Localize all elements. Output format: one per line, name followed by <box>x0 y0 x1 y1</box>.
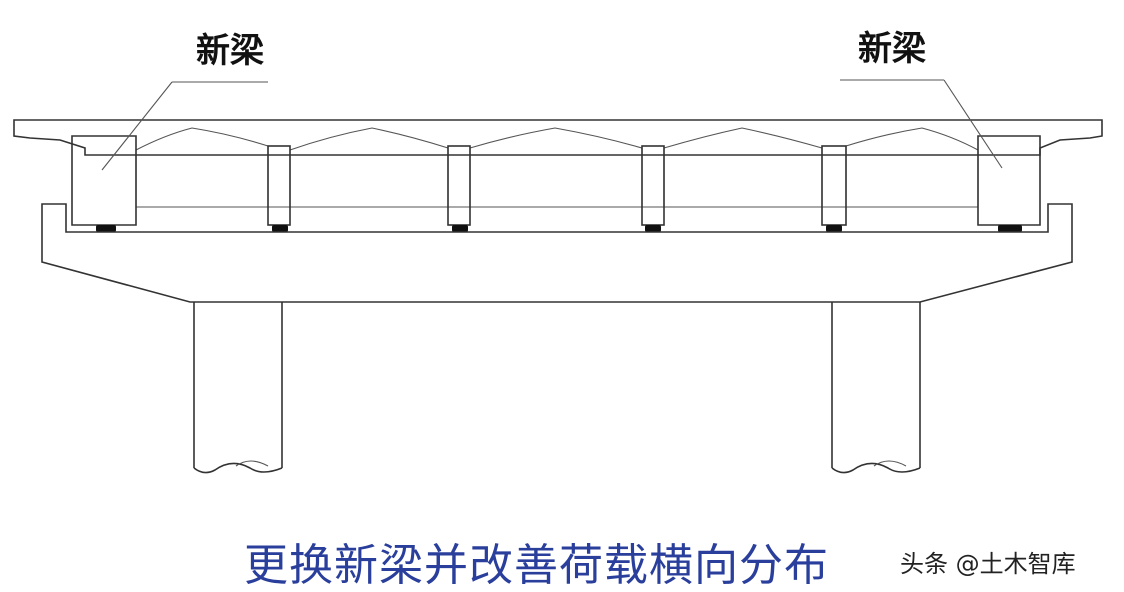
left-edge-girder <box>71 135 137 226</box>
interior-girder-webs <box>267 145 847 226</box>
right-pier-column <box>831 302 921 474</box>
left-new-beam-label: 新梁 <box>196 31 264 71</box>
watermark: 头条 @土木智库 <box>900 550 1076 578</box>
right-new-beam-label: 新梁 <box>858 29 926 69</box>
bearing <box>826 225 842 232</box>
right-label-leader <box>840 79 1003 169</box>
bearing <box>645 225 661 232</box>
right-edge-girder <box>977 135 1041 226</box>
bearing <box>452 225 468 232</box>
pier-cap-beam <box>41 203 1073 303</box>
bearing <box>998 225 1022 232</box>
girder-voids <box>135 127 979 208</box>
diagram-caption: 更换新梁并改善荷载横向分布 <box>244 540 829 591</box>
bearing <box>96 225 116 232</box>
left-label-leader <box>101 81 268 171</box>
bearings <box>96 225 1022 232</box>
deck-slab <box>13 119 1103 156</box>
bearing <box>272 225 288 232</box>
left-pier-column <box>193 302 283 474</box>
